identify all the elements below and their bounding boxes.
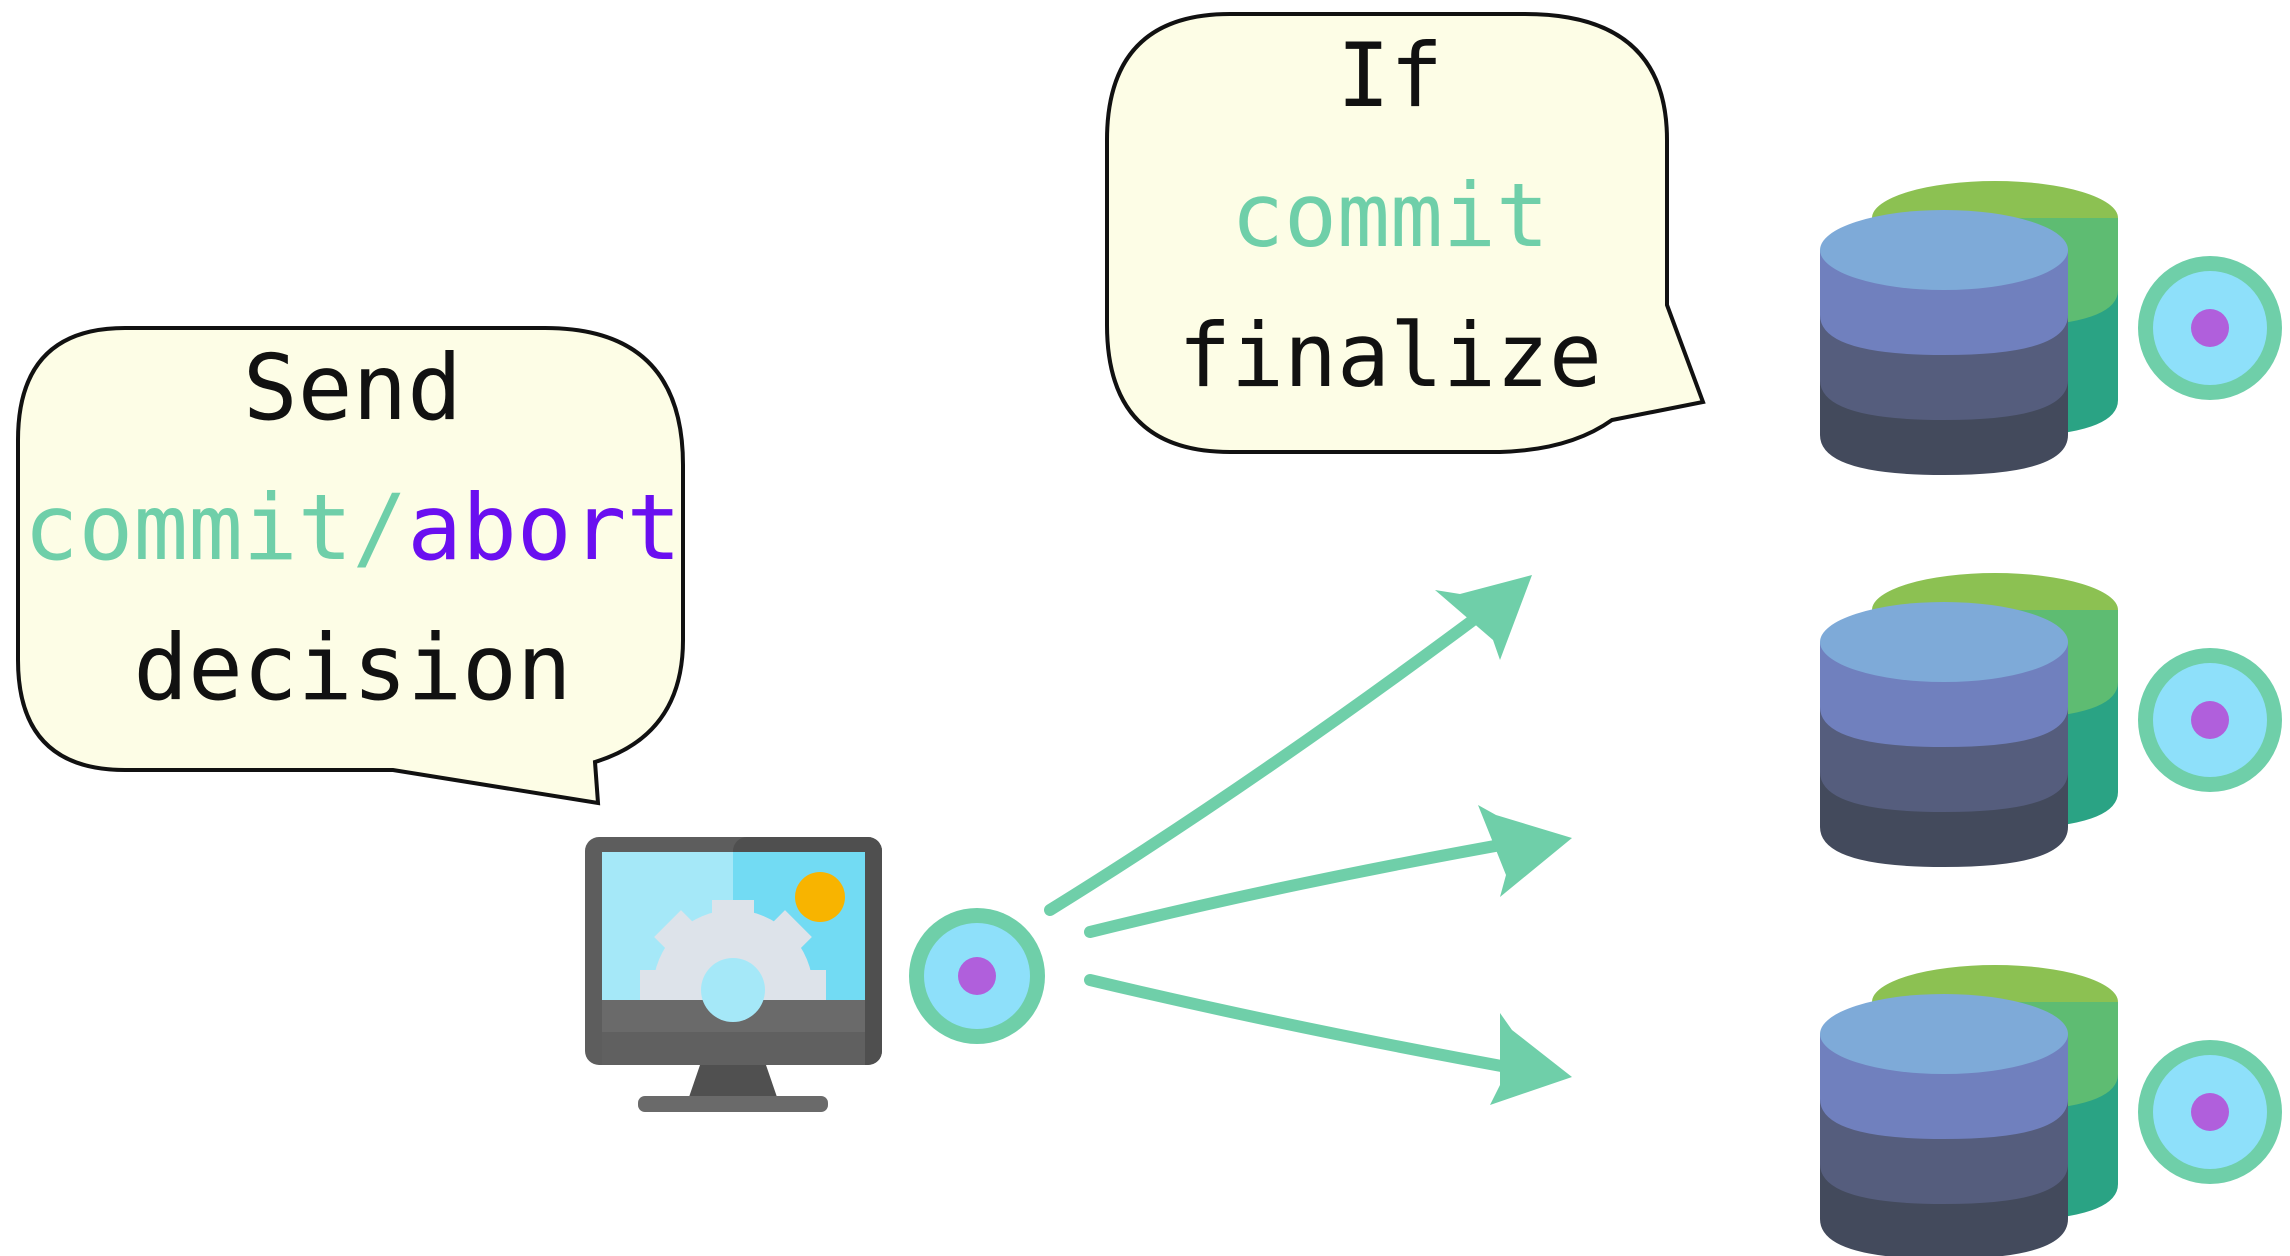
commit-word: commit [23, 476, 353, 581]
slash: / [352, 476, 408, 581]
arrow-to-database-2 [1084, 832, 1546, 938]
arrowheads [1435, 575, 1572, 1105]
database-icon [1820, 181, 2118, 475]
abort-word: abort [407, 476, 682, 581]
send-bubble-text: Send commit/abort decision [20, 343, 685, 763]
decision-label: decision [133, 616, 572, 721]
arrows [1044, 594, 1546, 1079]
participant-node-icon [2138, 256, 2282, 400]
commit-condition: commit [1231, 164, 1549, 267]
arrow-to-database-1 [1044, 594, 1506, 916]
arrowhead-3 [1490, 1013, 1572, 1105]
participant-node-icon [2138, 648, 2282, 792]
arrowhead-1 [1435, 575, 1532, 660]
finalize-label: finalize [1178, 304, 1602, 407]
arrowhead-2 [1478, 805, 1572, 897]
database-icon [1820, 965, 2118, 1256]
arrow-to-database-3 [1084, 974, 1546, 1079]
if-bubble-text: If commit finalize [1110, 32, 1670, 452]
coordinator-node-icon [909, 908, 1045, 1044]
computer-monitor-gear-icon [585, 837, 882, 1112]
database-icon [1820, 573, 2118, 867]
send-label: Send [242, 336, 463, 441]
if-commit-bubble [1105, 12, 1706, 454]
participant-node-icon [2138, 1040, 2282, 1184]
if-label: If [1337, 24, 1443, 127]
send-decision-bubble [16, 326, 685, 806]
decision-options: commit/abort [20, 483, 685, 623]
